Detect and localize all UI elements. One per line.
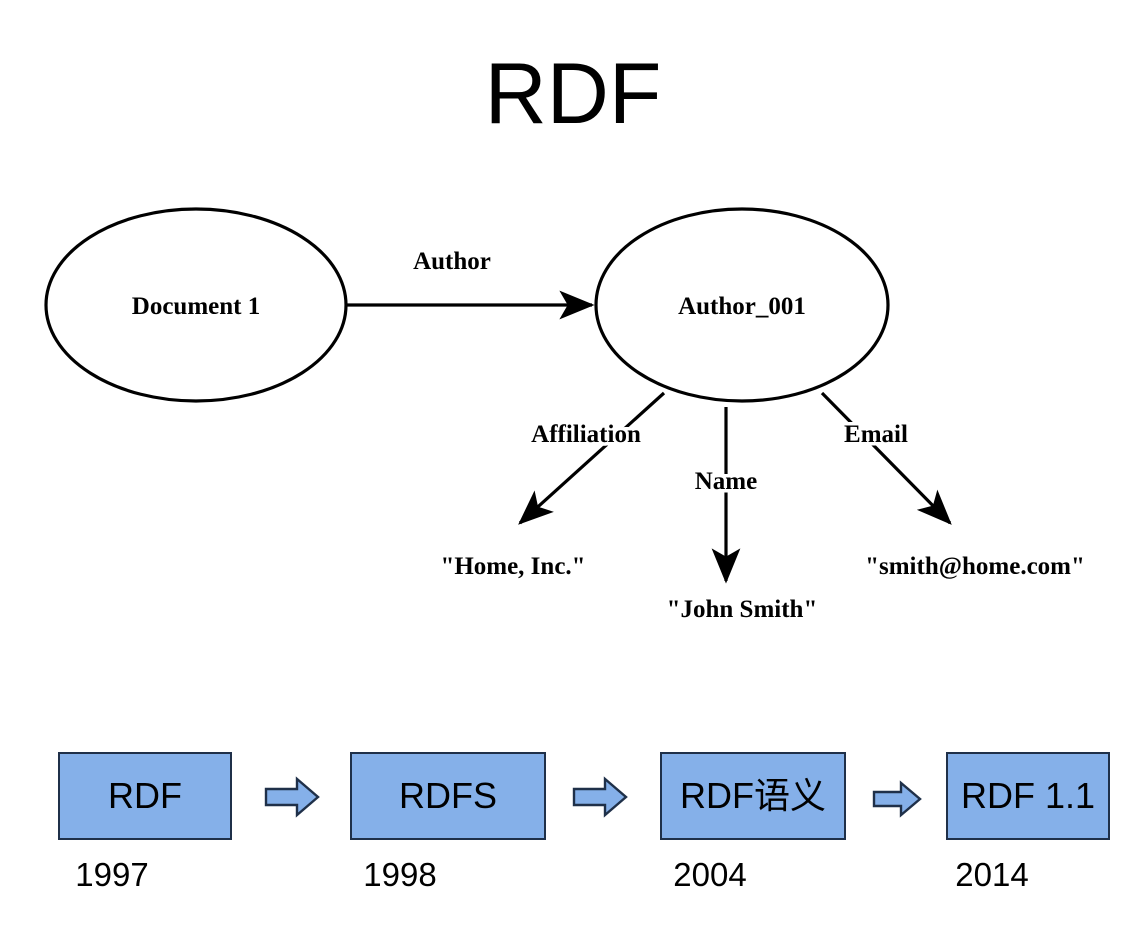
timeline-box-rdf[interactable]: RDF [58,752,232,840]
edge-label-author: Author [413,248,491,275]
edge-label-affiliation: Affiliation [531,421,641,448]
right-arrow-icon [572,776,628,818]
edge-line-email [820,391,952,525]
rdf-graph-diagram: Document 1 Author_001 Author Affiliation… [44,207,1088,627]
node-author[interactable] [594,207,890,403]
timeline-box-rdf-11[interactable]: RDF 1.1 [946,752,1110,840]
edge-line-affiliation [518,391,666,525]
timeline-box-rdf-semantics[interactable]: RDF语义 [660,752,846,840]
node-document-label: Document 1 [132,293,260,320]
right-arrow-icon [872,780,922,818]
rdf-timeline: RDF RDFS RDF语义 RDF 1.1 1997 1998 2004 20… [0,740,1146,920]
page-title: RDF [484,46,662,142]
timeline-year-2004: 2004 [673,856,747,893]
node-document[interactable] [44,207,348,403]
timeline-year-2014: 2014 [955,856,1029,893]
node-author-label: Author_001 [678,293,806,320]
timeline-arrow-3 [872,780,922,818]
edge-label-email: Email [844,421,908,448]
timeline-arrow-1 [264,776,320,818]
edge-label-name: Name [695,468,757,495]
timeline-year-1998: 1998 [363,856,437,893]
timeline-arrow-2 [572,776,628,818]
right-arrow-icon [264,776,320,818]
leaf-email-value: "smith@home.com" [865,553,1085,580]
leaf-name-value: "John Smith" [667,596,818,623]
timeline-year-1997: 1997 [75,856,149,893]
timeline-box-rdfs[interactable]: RDFS [350,752,546,840]
leaf-affiliation-value: "Home, Inc." [440,553,585,580]
